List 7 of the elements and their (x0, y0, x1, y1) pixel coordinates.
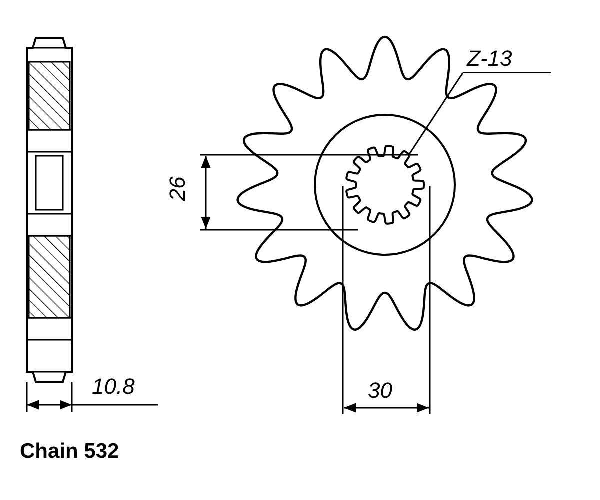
spline-bore (346, 145, 425, 225)
chain-size-label: Chain 532 (20, 440, 120, 464)
dimension-label: 10.8 (92, 374, 135, 400)
callout-label: Z-13 (463, 46, 551, 73)
leader-line (408, 72, 464, 156)
dimension-label: 30 (368, 378, 392, 404)
dimension-label: 26 (165, 176, 192, 202)
